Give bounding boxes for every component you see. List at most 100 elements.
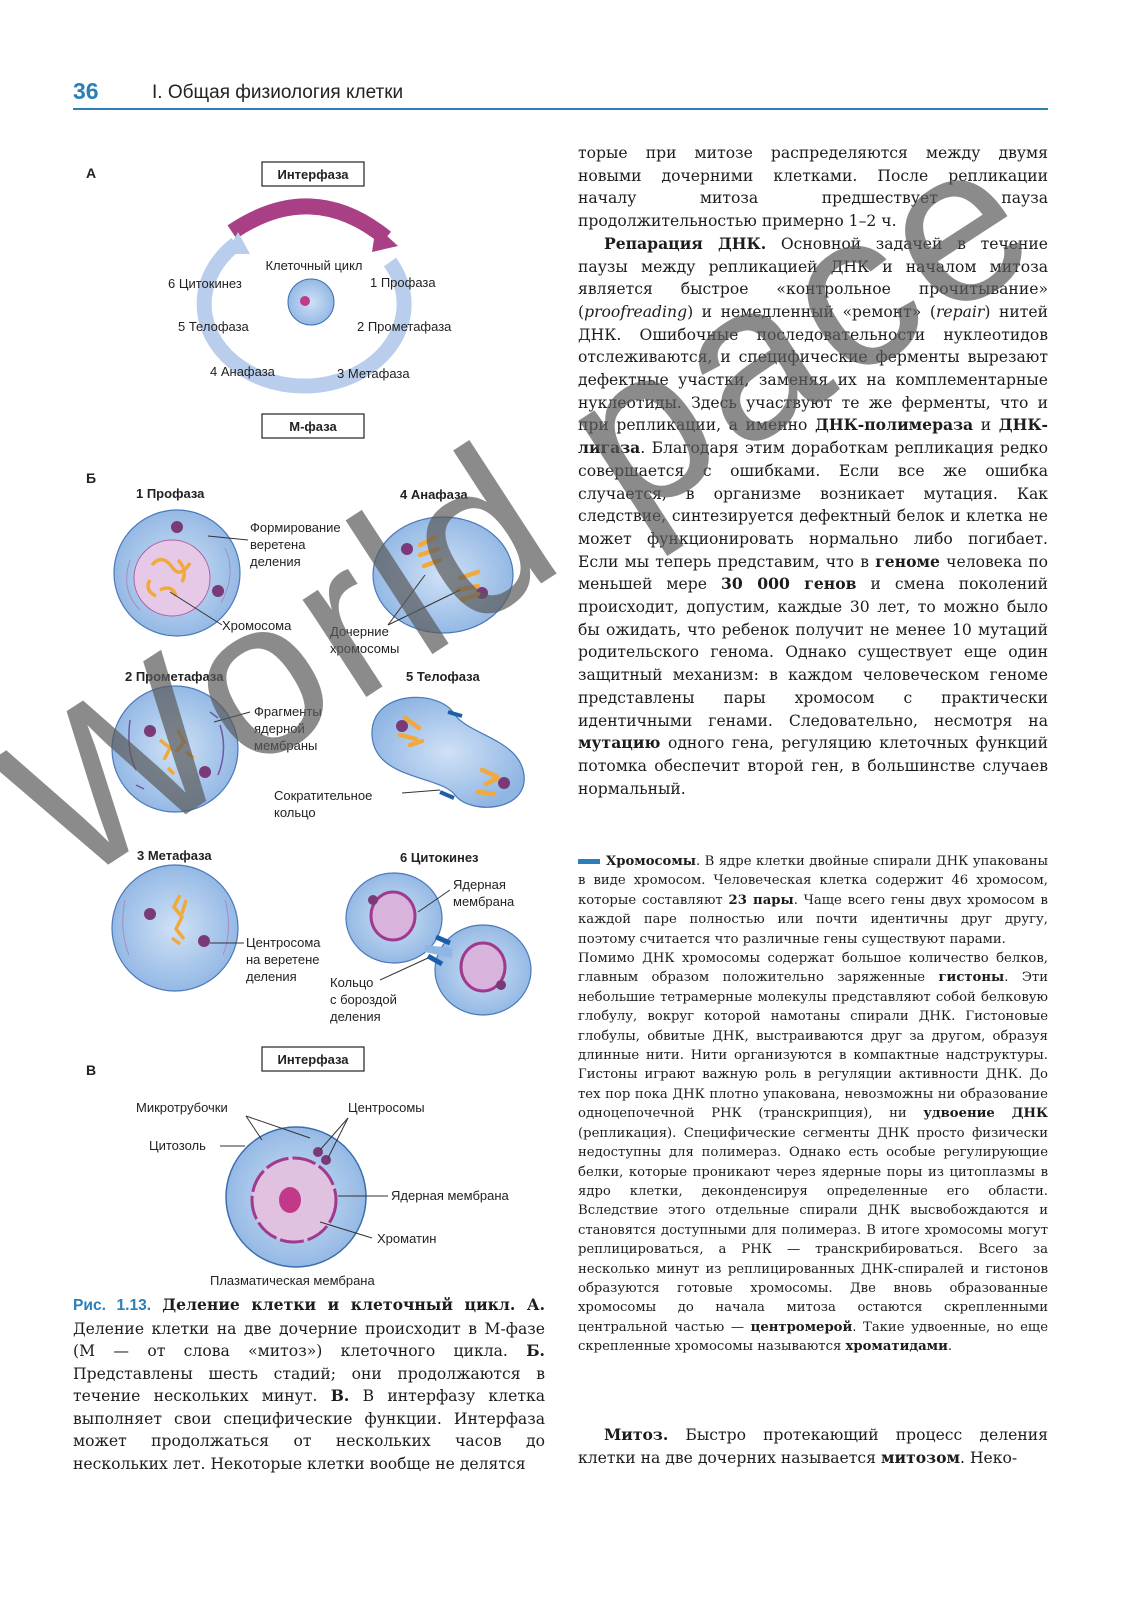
fragments-label-3: мембраны — [254, 738, 317, 753]
stage-4-label: 4 Анафаза — [210, 364, 276, 379]
figure-number: Рис. 1.13. — [73, 1297, 152, 1314]
centrosomes-label: Центросомы — [348, 1100, 425, 1115]
nuclear-membrane-label: Ядерная мембрана — [391, 1188, 510, 1203]
microtubules-label: Микротрубочки — [136, 1100, 228, 1115]
panel-c-label: В — [86, 1062, 96, 1078]
daughter-label-1: Дочерние — [330, 624, 389, 639]
interphase-box-a — [261, 161, 365, 187]
mphase-box — [261, 413, 365, 439]
chrom-text-4: . Эти небольшие тетрамерные молекулы пре… — [578, 970, 1048, 1122]
chromosomes-paragraph-1: Хромосомы. В ядре клетки двойные спирали… — [578, 852, 1048, 949]
pairs-term: 23 пары — [728, 892, 794, 908]
centro-label-1: Центросома — [246, 935, 321, 950]
header-rule — [73, 108, 1048, 110]
paragraph-continuation: торые при митозе распределяются между дв… — [578, 144, 1048, 231]
prometaphase-cell — [111, 685, 239, 813]
repair-text-1: Основной задачей в течение паузы между р… — [578, 234, 1048, 321]
centro-label-3: деления — [246, 969, 297, 984]
repair-term: repair — [935, 302, 985, 321]
page-number: 36 — [73, 78, 99, 104]
metaphase-cell — [111, 864, 239, 992]
prophase-cell — [113, 509, 241, 637]
spindle-label-1: Формирование — [250, 520, 341, 535]
chrom-text-2: . Чаще всего гены двух хромосом в каждой… — [578, 892, 1048, 947]
caption-b-label: Б. — [526, 1341, 545, 1360]
stage-3-label: 3 Метафаза — [337, 366, 410, 381]
interphase-label-c: Интерфаза — [277, 1052, 349, 1067]
panel-a-label: А — [86, 165, 96, 181]
caption-c-label: В. — [330, 1386, 350, 1405]
prophase-title: 1 Профаза — [136, 486, 205, 501]
centro-label-2: на веретене — [246, 952, 320, 967]
interphase-box-c — [261, 1046, 365, 1072]
mphase-arc — [196, 238, 412, 394]
figure-caption: Рис. 1.13. Деление клетки и клеточный ци… — [73, 1294, 545, 1475]
chromosomes-box: Хромосомы. В ядре клетки двойные спирали… — [578, 852, 1048, 1357]
paragraph-mitosis: Митоз. Быстро протекающий процесс делени… — [578, 1424, 1048, 1469]
body-text-top: торые при митозе распределяются между дв… — [578, 142, 1048, 800]
and-word: и — [980, 416, 992, 435]
ring-label-1: Сократительное — [274, 788, 372, 803]
cytosol-label: Цитозоль — [149, 1138, 206, 1153]
mitosis-text-1: Быстро протекающий процесс деления клетк… — [578, 1426, 1048, 1467]
chrom-text-3: Помимо ДНК хромосомы содержат большое ко… — [578, 951, 1048, 986]
nucmem-label-1: Ядерная — [453, 877, 506, 892]
caption-text-b: Представлены шесть стадий; они продолжаю… — [73, 1364, 545, 1406]
chromosomes-heading: Хромосомы — [606, 854, 697, 869]
caption-text-a: Деление клетки на две дочерние происходи… — [73, 1319, 545, 1361]
cytokinesis-cells — [345, 872, 532, 1016]
doubling-term: удвоение ДНК — [923, 1106, 1048, 1122]
daughter-label-2: хромосомы — [330, 641, 399, 656]
polymerase-term: ДНК-полимераза — [815, 415, 974, 435]
stage-5-label: 5 Телофаза — [178, 319, 250, 334]
stage-1-label: 1 Профаза — [370, 275, 436, 290]
section-marker-icon — [578, 859, 600, 864]
interphase-cell — [225, 1126, 367, 1268]
anaphase-cell — [372, 516, 514, 634]
cytokinesis-title: 6 Цитокинез — [400, 850, 479, 865]
telophase-cell — [371, 696, 525, 808]
nucmem-label-2: мембрана — [453, 894, 515, 909]
caption-text-c: В интерфазу клетка выполняет свои специф… — [73, 1387, 545, 1473]
fragments-label-1: Фрагменты — [254, 704, 322, 719]
figure-cell-cycle: А Интерфаза Клеточный цикл 6 Цитокинез 1… — [86, 161, 532, 1288]
chrom-text-7: . — [947, 1339, 953, 1355]
histones-term: гистоны — [938, 970, 1005, 986]
chromatin-label: Хроматин — [377, 1231, 436, 1246]
furrow-label-3: деления — [330, 1009, 381, 1024]
prometaphase-title: 2 Прометафаза — [125, 669, 224, 684]
mitosis-text-2: . Неко- — [960, 1448, 1018, 1467]
panel-b-label: Б — [86, 470, 96, 486]
repair-heading: Репарация ДНК. — [604, 233, 767, 253]
chrom-text-5: (репликация). Специфические сегменты ДНК… — [578, 1125, 1048, 1335]
cycle-label: Клеточный цикл — [265, 258, 362, 273]
chrom-text-6: . Такие удвоенные, но еще скрепленные хр… — [578, 1319, 1048, 1355]
cycle-center-cell — [287, 278, 335, 326]
ring-label-2: кольцо — [274, 805, 316, 820]
genes-term: 30 000 генов — [721, 574, 857, 594]
chromosome-label: Хромосома — [222, 618, 292, 633]
furrow-label-1: Кольцо — [330, 975, 373, 990]
repair-text-2: ) и немедленный «ремонт» ( — [687, 302, 936, 321]
metaphase-title: 3 Метафаза — [137, 848, 212, 863]
plasma-membrane-label: Плазматическая мембрана — [210, 1273, 375, 1288]
spindle-label-3: деления — [250, 554, 301, 569]
repair-text-3: ) нитей ДНК. Ошибочные последовательност… — [578, 302, 1049, 435]
stage-2-label: 2 Прометафаза — [357, 319, 452, 334]
repair-text-5: человека по меньшей мере — [578, 552, 1048, 594]
interphase-arrow — [227, 198, 392, 245]
chrom-text-1: . В ядре клетки двойные спирали ДНК упак… — [578, 854, 1048, 908]
furrow-label-2: с бороздой — [330, 992, 397, 1007]
mphase-label: М-фаза — [289, 419, 337, 434]
paragraph-dna-repair: Репарация ДНК. Основной задачей в течени… — [578, 233, 1048, 801]
repair-text-4: . Благодаря этим доработкам репликация р… — [578, 439, 1048, 571]
proofreading-term: proofreading — [584, 302, 688, 321]
fragments-label-2: ядерной — [254, 721, 305, 736]
mitosis-term: митозом — [880, 1447, 961, 1467]
body-text-bottom: Митоз. Быстро протекающий процесс делени… — [578, 1424, 1048, 1469]
chromosomes-paragraph-2: Помимо ДНК хромосомы содержат большое ко… — [578, 949, 1048, 1357]
telophase-title: 5 Телофаза — [406, 669, 480, 684]
genome-term: геноме — [875, 551, 940, 571]
running-header: I. Общая физиология клетки — [152, 82, 404, 103]
repair-text-6: и смена поколений происходит, допустим, … — [578, 575, 1048, 730]
